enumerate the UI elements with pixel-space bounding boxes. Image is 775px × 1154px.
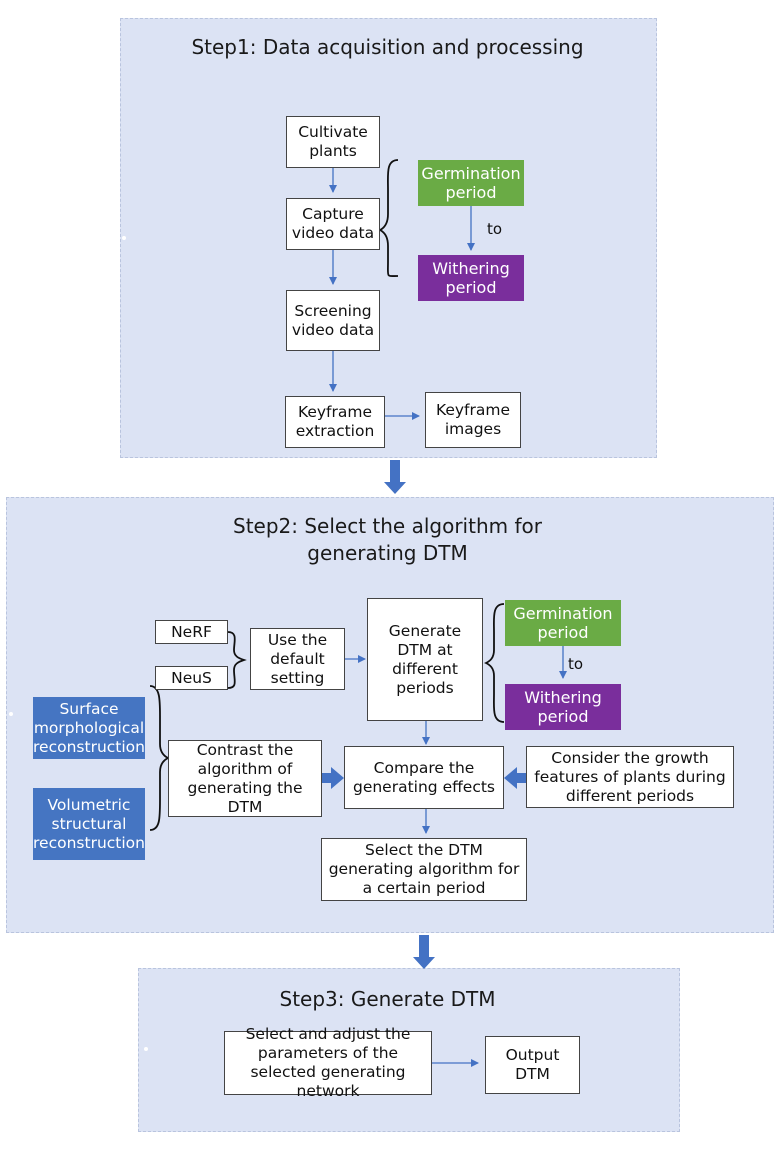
step2-title-line2: generating DTM xyxy=(307,541,468,565)
block-arrow-1-2 xyxy=(384,460,406,494)
germination-period-box: Germination period xyxy=(418,160,524,206)
select-dtm-algorithm-box: Select the DTM generating algorithm for … xyxy=(321,838,527,901)
step3-marker xyxy=(144,1047,148,1051)
compare-effects-box: Compare the generating effects xyxy=(344,746,504,809)
keyframe-extraction-box: Keyframe extraction xyxy=(285,396,385,448)
capture-video-box: Capture video data xyxy=(286,198,380,250)
neus-box: NeuS xyxy=(155,666,228,690)
cultivate-plants-box: Cultivate plants xyxy=(286,116,380,168)
step3-title: Step3: Generate DTM xyxy=(279,987,496,1011)
generate-dtm-box: Generate DTM at different periods xyxy=(367,598,483,721)
default-setting-box: Use the default setting xyxy=(250,628,345,690)
step1-title: Step1: Data acquisition and processing xyxy=(191,35,584,59)
volumetric-reconstruction-box: Volumetric structural reconstruction xyxy=(33,788,145,860)
step1-marker xyxy=(122,236,126,240)
contrast-algorithm-box: Contrast the algorithm of generating the… xyxy=(168,740,322,817)
output-dtm-box: Output DTM xyxy=(485,1036,580,1094)
to-label-step2: to xyxy=(568,655,584,673)
step2-title-line1: Step2: Select the algorithm for xyxy=(233,514,542,538)
step1-panel xyxy=(120,18,657,458)
consider-growth-box: Consider the growth features of plants d… xyxy=(526,746,734,808)
keyframe-images-box: Keyframe images xyxy=(425,392,521,448)
block-arrow-2-3 xyxy=(413,935,435,969)
to-label: to xyxy=(487,220,503,238)
germination-period-box-step2: Germination period xyxy=(505,600,621,646)
withering-period-box-step2: Withering period xyxy=(505,684,621,730)
step2-marker xyxy=(9,712,13,716)
select-adjust-params-box: Select and adjust the parameters of the … xyxy=(224,1025,432,1100)
withering-period-box: Withering period xyxy=(418,255,524,301)
surface-reconstruction-box: Surface morphological reconstruction xyxy=(33,697,145,759)
nerf-box: NeRF xyxy=(155,620,228,644)
screening-video-box: Screening video data xyxy=(286,290,380,351)
